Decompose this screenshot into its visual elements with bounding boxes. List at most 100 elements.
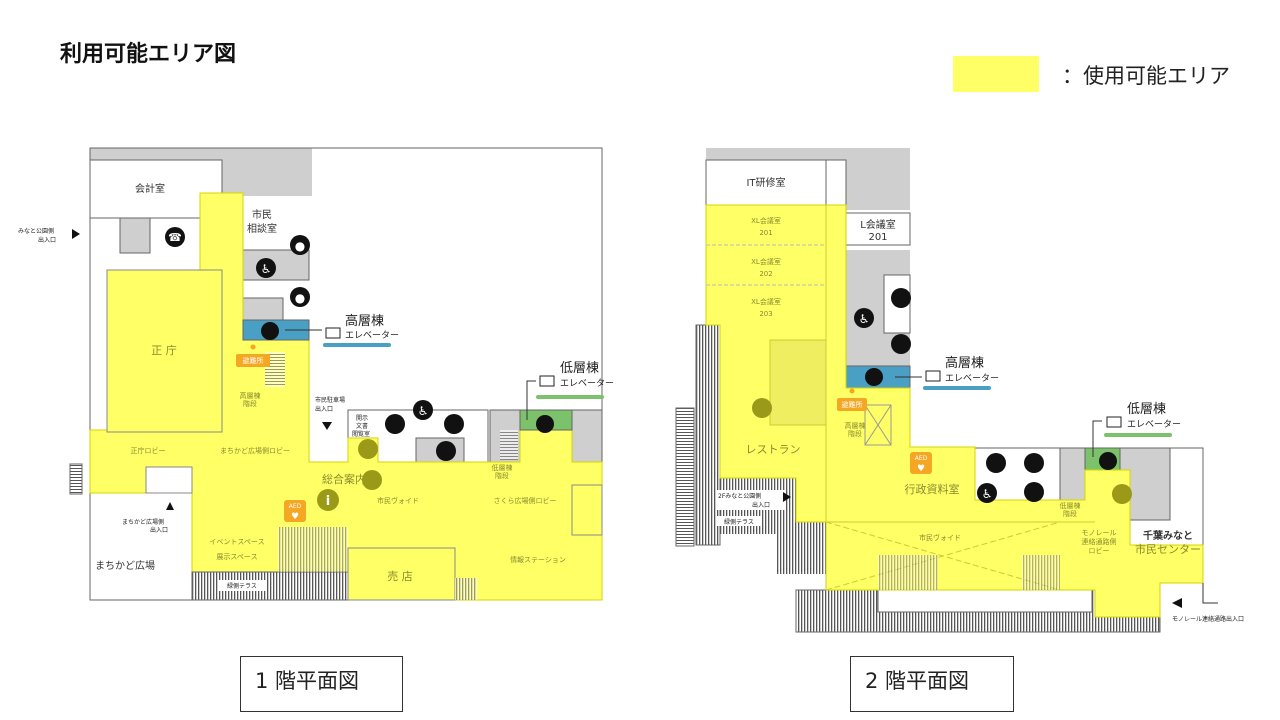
restroom-female-icon: ● [290,235,310,255]
elevator-icon [865,368,883,386]
baby-care-icon [1024,482,1044,502]
label-consultation-1: 市民 [252,208,272,221]
f1-high-elevator-sub: エレベーター [345,330,399,341]
arrow-up-icon [166,502,174,510]
svg-text:避難所: 避難所 [243,356,264,365]
svg-text:AED: AED [915,455,928,462]
label-l201-b: 201 [868,232,887,243]
entrance-minato-1: 2Fみなと公園側 [718,492,761,500]
f2-low-elevator-sub: エレベーター [1127,419,1181,430]
label-plaza: まちかど広場 [95,559,155,572]
entrance-machikado-2: 出入口 [150,526,168,534]
svg-text:避難所: 避難所 [842,400,863,409]
restroom-female-icon [986,453,1006,473]
svg-text:AED: AED [289,503,302,510]
room-shop [347,547,456,601]
label-event-space: イベントスペース [209,538,264,546]
restroom-male-icon: ● [290,287,310,307]
label-high-stairs-1: 高層棟 [240,391,261,400]
label-low-stairs-1: 低層棟 [492,463,513,472]
label-low-stairs-2: 階段 [495,471,509,480]
label-restaurant: レストラン [746,443,801,456]
label-high-stairs-2: 階段 [243,399,257,408]
elevator-icon [925,370,941,382]
elevator-icon [539,375,555,387]
information-icon: i [317,489,339,511]
elevator-icon [1099,452,1117,470]
room-ceremony-hall [106,269,223,433]
label-xl202-b: 202 [759,270,772,278]
svg-text:i: i [326,494,330,509]
accessible-restroom-icon: ♿ [413,400,433,420]
restroom-female-icon [891,288,911,308]
label-xl203-a: XL会議室 [751,297,781,306]
elevator-icon [1106,416,1122,428]
svg-text:♥: ♥ [917,464,925,474]
label-terrace: 緑側テラス [724,518,754,526]
svg-text:♿: ♿ [982,487,993,501]
floor1-plan: 会計室 市民 相談室 正 庁 正庁ロビー まちかど広場側ロビー 高層棟 階段 総… [18,147,614,601]
entrance-minato-2: 出入口 [752,501,770,509]
phone-icon: ☎ [165,227,185,247]
aed-icon: AED ♥ [284,500,306,522]
label-machikado-lobby: まちかど広場側ロビー [220,446,290,455]
f1-high-elevator-title: 高層棟 [345,313,384,329]
label-disclosure-2: 文書 [356,422,368,430]
svg-text:♿: ♿ [859,312,870,326]
water-fountain-icon [1112,484,1132,504]
aed-icon: AED ♥ [910,452,932,474]
entrance-monorail: モノレール連絡通路出入口 [1172,615,1244,623]
elevator-icon [536,415,554,433]
label-ceremony-hall: 正 庁 [151,343,177,357]
svg-text:●: ● [295,291,305,305]
label-xl203-b: 203 [759,310,772,318]
arrow-down-icon [322,422,332,430]
accessible-restroom-icon: ♿ [854,308,874,328]
svg-text:♿: ♿ [261,262,272,276]
label-admin-docs: 行政資料室 [905,482,960,496]
label-info-station: 情報ステーション [510,555,566,564]
label-low-stairs-2: 階段 [1063,509,1077,518]
label-ceremony-lobby: 正庁ロビー [131,446,166,455]
arrow-right-icon [72,229,80,239]
label-mono-lobby-1: モノレール [1082,529,1117,537]
label-low-stairs-1: 低層棟 [1060,501,1081,510]
evacuation-badge: 避難所 [837,388,867,411]
label-civic-void: 市民ヴォイド [377,496,419,505]
label-exhibit-space: 展示スペース [216,553,257,561]
label-sakura-lobby: さくら広場側ロビー [494,496,557,505]
label-accounting: 会計室 [135,182,165,195]
floor2-plan: IT研修室 XL会議室 201 XL会議室 202 XL会議室 203 L会議室… [675,148,1244,633]
page-title: 利用可能エリア図 [60,42,237,67]
label-terrace: 緑側テラス [227,582,257,590]
restroom-male-icon [1024,453,1044,473]
f1-low-elevator-title: 低層棟 [560,361,599,376]
f2-low-elevator-title: 低層棟 [1127,402,1166,417]
svg-text:♿: ♿ [418,404,429,418]
evacuation-badge: 避難所 [236,344,270,367]
entrance-parking-1: 市民駐車場 [315,396,345,404]
restroom-female-icon [385,414,405,434]
restroom-male-icon [444,414,464,434]
f2-high-elevator-title: 高層棟 [945,355,984,371]
nursing-room-icon [358,439,378,459]
label-center-1: 千葉みなと [1143,529,1193,542]
entrance-minato-2: 出入口 [38,236,56,244]
floor1-caption: 1 階平面図 [240,656,403,712]
legend-label: ：使用可能エリア [1062,64,1230,88]
svg-text:●: ● [295,239,305,253]
label-center-2: 市民センター [1135,542,1201,556]
legend-swatch-available [953,56,1039,92]
label-xl201-a: XL会議室 [751,216,781,225]
arrow-left-icon [1172,598,1182,608]
svg-text:☎: ☎ [168,231,182,244]
restroom-male-icon [891,334,911,354]
svg-text:♥: ♥ [291,512,299,522]
entrance-minato-1: みなと公園側 [18,227,54,235]
floor1-terrace [191,571,349,601]
floor2-caption: 2 階平面図 [850,656,1014,712]
entrance-machikado-1: まちかど広場側 [122,518,164,526]
accessible-restroom-icon: ♿ [977,483,997,503]
f1-low-elevator-sub: エレベーター [560,378,614,389]
